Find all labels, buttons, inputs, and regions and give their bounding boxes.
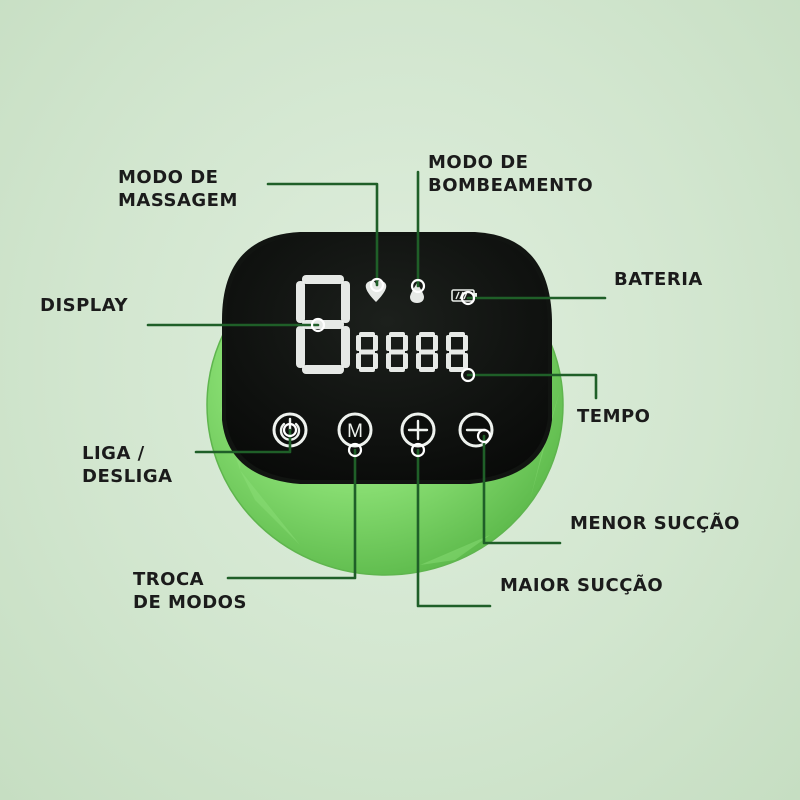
mode-icon: M (347, 421, 363, 442)
plus-icon (407, 419, 429, 441)
time-digit (386, 332, 408, 372)
time-digit (416, 332, 438, 372)
time-digit (356, 332, 378, 372)
callout-time (466, 373, 598, 400)
callout-lines (146, 170, 607, 608)
label-more-suction: MAIOR SUCÇÃO (500, 575, 664, 596)
label-less-suction: MENOR SUCÇÃO (570, 513, 740, 534)
label-power: LIGA / DESLIGA (82, 443, 173, 487)
callout-massage-mode (266, 182, 379, 287)
display-time-digits (356, 332, 468, 372)
callout-less-suction (482, 434, 562, 545)
label-massage-mode: MODO DE MASSAGEM (118, 167, 238, 211)
callout-power (194, 428, 292, 454)
callout-mode-switch (226, 448, 357, 580)
mode-button[interactable]: M (337, 412, 373, 448)
time-digit (446, 332, 468, 372)
label-time: TEMPO (577, 406, 651, 427)
label-battery: BATERIA (614, 269, 703, 290)
label-display: DISPLAY (40, 295, 129, 316)
callout-more-suction (416, 448, 492, 608)
plus-button[interactable] (400, 412, 436, 448)
label-mode-switch: TROCA DE MODOS (133, 569, 247, 613)
label-pump-mode: MODO DE BOMBEAMENTO (428, 152, 594, 196)
